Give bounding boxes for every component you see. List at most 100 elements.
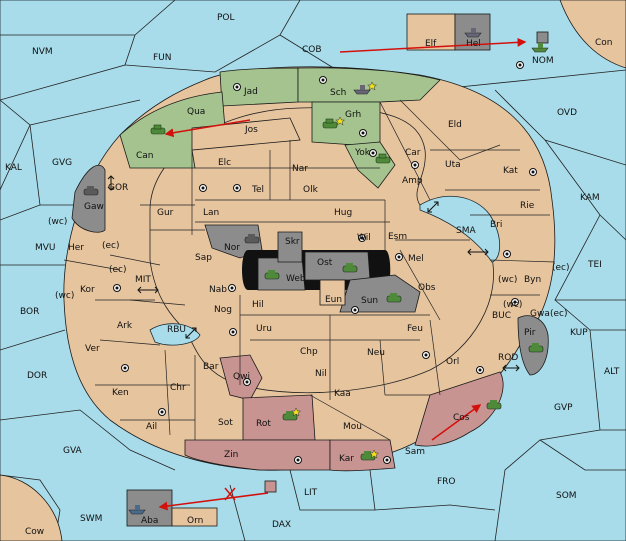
label-con: Con — [595, 38, 613, 48]
sc-neu — [422, 351, 430, 359]
label-mel: Mel — [408, 254, 424, 264]
label-kat: Kat — [503, 166, 518, 176]
region-rot[interactable] — [242, 394, 316, 441]
double-arrow-icon — [467, 248, 489, 256]
sc-wil — [358, 234, 366, 242]
label-nil: Nil — [315, 369, 327, 379]
label-ec-kor: (ec) — [109, 265, 127, 275]
star-icon — [367, 81, 378, 91]
army-unit-web — [264, 270, 280, 280]
label-chr: Chr — [170, 383, 186, 393]
label-uta: Uta — [445, 160, 461, 170]
label-tei: TEI — [587, 260, 602, 270]
sc-nab — [228, 284, 236, 292]
label-rod: ROD — [498, 353, 518, 363]
region-labels: POL NVM FUN COB Elf Hel Con NOM OVD KAL … — [5, 13, 620, 537]
label-jos: Jos — [244, 125, 258, 135]
label-elf: Elf — [425, 39, 437, 49]
label-alt: ALT — [604, 367, 620, 377]
army-unit-sun — [386, 293, 402, 303]
region-skr[interactable] — [277, 231, 303, 263]
label-nar: Nar — [292, 164, 308, 174]
label-kal: KAL — [5, 163, 22, 173]
region-grh[interactable] — [311, 101, 381, 146]
label-lit: LIT — [304, 488, 318, 498]
label-ec-byn: (ec) — [552, 263, 570, 273]
sc-elc — [199, 184, 207, 192]
fleet-unit-hel — [464, 28, 482, 38]
region-sun[interactable] — [339, 274, 421, 313]
label-ec-gwa: (ec) — [550, 309, 568, 319]
label-orl: Orl — [446, 357, 459, 367]
label-gor: GOR — [108, 183, 128, 193]
sc-zin — [294, 456, 302, 464]
label-gaw: Gaw — [84, 202, 104, 212]
label-gwa: Gwa — [530, 309, 550, 319]
label-eld: Eld — [448, 120, 462, 130]
region-sma[interactable] — [419, 195, 501, 263]
label-bar: Bar — [203, 362, 219, 372]
label-fro: FRO — [437, 477, 456, 487]
army-unit-kar — [360, 451, 376, 461]
label-mvu: MVU — [35, 243, 56, 253]
connection-arrows — [107, 175, 520, 372]
label-her: Her — [68, 243, 84, 253]
label-uru: Uru — [256, 324, 272, 334]
label-ovd: OVD — [557, 108, 577, 118]
sc-jad — [233, 83, 241, 91]
label-gva: GVA — [63, 446, 83, 456]
lit-marker — [264, 480, 277, 493]
region-orn[interactable] — [171, 507, 218, 527]
label-wc-byn: (wc) — [498, 275, 517, 285]
label-zin: Zin — [224, 450, 238, 460]
label-hel: Hel — [466, 39, 481, 49]
region-jad[interactable] — [219, 67, 299, 107]
label-ark: Ark — [117, 321, 133, 331]
label-nog: Nog — [214, 305, 232, 315]
label-fun: FUN — [153, 53, 172, 63]
region-elf[interactable] — [406, 13, 456, 51]
sc-orl — [476, 366, 484, 374]
sc-yok — [369, 149, 377, 157]
army-unit-gaw — [83, 186, 99, 196]
region-eun[interactable] — [319, 279, 346, 306]
label-sun: Sun — [361, 296, 378, 306]
region-cos[interactable] — [414, 371, 504, 447]
region-yok[interactable] — [344, 141, 396, 189]
double-arrow-icon — [137, 286, 159, 294]
label-cob: COB — [302, 45, 322, 55]
sc-nog — [229, 328, 237, 336]
label-pol: POL — [217, 13, 235, 23]
label-cos: Cos — [453, 413, 470, 423]
label-web: Web — [286, 274, 306, 284]
sc-kat — [529, 168, 537, 176]
region-jos[interactable] — [191, 117, 301, 151]
land-borders — [63, 99, 556, 441]
region-gaw[interactable] — [71, 165, 106, 233]
region-qwi[interactable] — [219, 354, 263, 401]
label-feu: Feu — [407, 324, 423, 334]
label-sma: SMA — [456, 226, 476, 236]
label-nom: NOM — [532, 56, 554, 66]
label-rbu: RBU — [167, 325, 186, 335]
label-chp: Chp — [300, 347, 318, 357]
sc-kar — [383, 456, 391, 464]
star-icon — [291, 407, 302, 417]
region-rbu[interactable] — [149, 323, 201, 346]
label-mit: MIT — [135, 275, 151, 285]
sc-qwi — [243, 378, 251, 386]
label-bri: Bri — [490, 220, 502, 230]
army-unit-nor — [244, 234, 260, 244]
label-can: Can — [136, 151, 154, 161]
label-ver: Ver — [85, 344, 100, 354]
label-jad: Jad — [243, 87, 258, 97]
label-qua: Qua — [187, 107, 205, 117]
label-kam: KAM — [580, 193, 600, 203]
region-zin[interactable] — [184, 439, 331, 471]
region-ost[interactable] — [304, 251, 371, 281]
label-eun: Eun — [325, 295, 342, 305]
label-pir: Pir — [524, 328, 536, 338]
label-ken: Ken — [112, 388, 129, 398]
